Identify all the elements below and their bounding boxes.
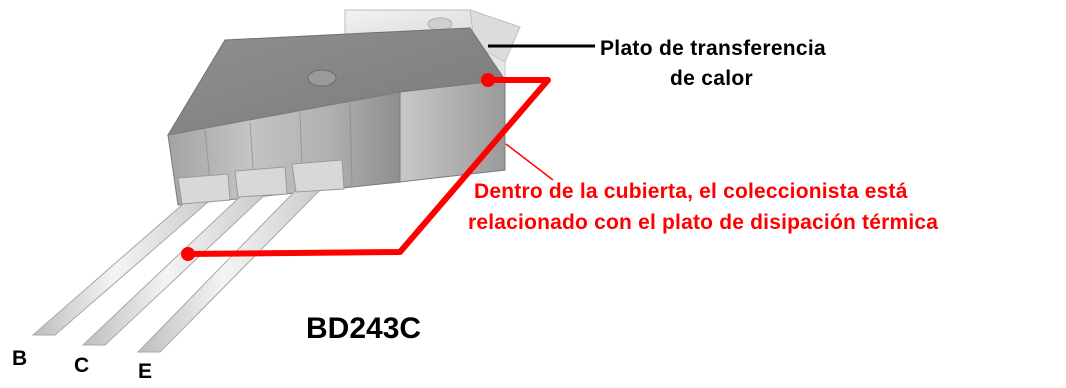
connection-dot-collector xyxy=(181,247,195,261)
heat-plate-label-line1: Plato de transferencia xyxy=(600,37,827,60)
collector-note-line2: relacionado con el plato de disipación t… xyxy=(468,211,939,234)
plate-hole xyxy=(427,17,453,31)
connection-dot-plate xyxy=(481,73,495,87)
mounting-hole xyxy=(307,69,337,87)
transistor-leads xyxy=(31,159,345,353)
pin-label-base: B xyxy=(12,347,28,370)
transistor-body-side xyxy=(399,79,506,183)
collector-note-line1: Dentro de la cubierta, el coleccionista … xyxy=(474,180,908,203)
pin-label-collector: C xyxy=(74,354,90,377)
model-label: BD243C xyxy=(306,312,422,345)
heat-plate-label-line2: de calor xyxy=(670,67,753,90)
internal-connection-path xyxy=(185,77,551,257)
pin-label-emitter: E xyxy=(138,360,153,383)
note-pointer-line xyxy=(505,143,554,181)
